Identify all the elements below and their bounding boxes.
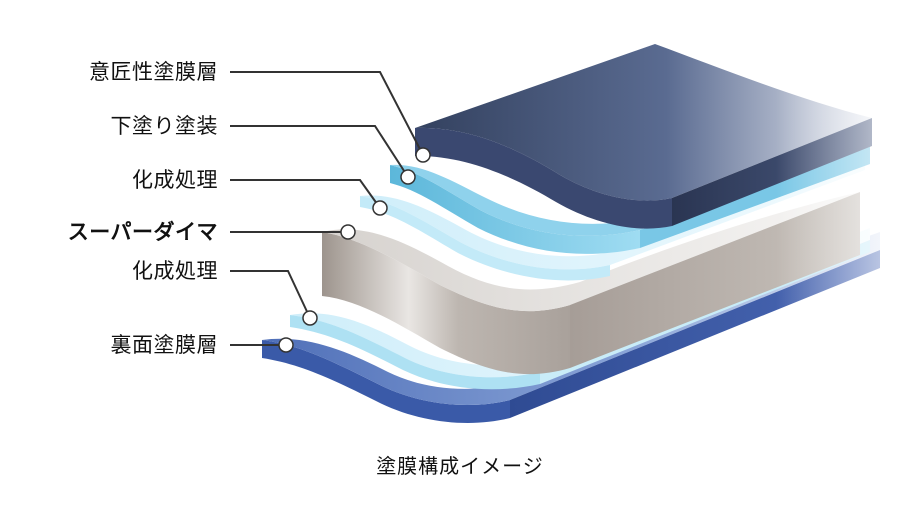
layer-marker-1 bbox=[415, 147, 431, 163]
layer-marker-2 bbox=[400, 169, 416, 185]
leader-line-5 bbox=[230, 270, 311, 319]
layer-label-3: 化成処理 bbox=[132, 168, 218, 192]
layer-marker-5 bbox=[302, 310, 318, 326]
layer-label-5: 化成処理 bbox=[132, 259, 218, 283]
diagram-caption: 塗膜構成イメージ bbox=[376, 454, 544, 478]
layer-marker-6 bbox=[278, 337, 294, 353]
leader-line-3 bbox=[230, 179, 381, 209]
leader-lines bbox=[230, 71, 424, 346]
leader-line-2 bbox=[230, 125, 409, 178]
layer-marker-3 bbox=[372, 200, 388, 216]
layer-marker-4 bbox=[340, 224, 356, 240]
layer-label-2: 下塗り塗装 bbox=[110, 114, 218, 138]
layer-markers bbox=[278, 147, 431, 353]
layer-label-6: 裏面塗膜層 bbox=[110, 333, 218, 357]
layer-label-4: スーパーダイマ bbox=[67, 220, 218, 244]
layer-label-1: 意匠性塗膜層 bbox=[89, 60, 218, 84]
leader-line-1 bbox=[230, 71, 424, 156]
fade-overlay bbox=[600, 30, 920, 430]
